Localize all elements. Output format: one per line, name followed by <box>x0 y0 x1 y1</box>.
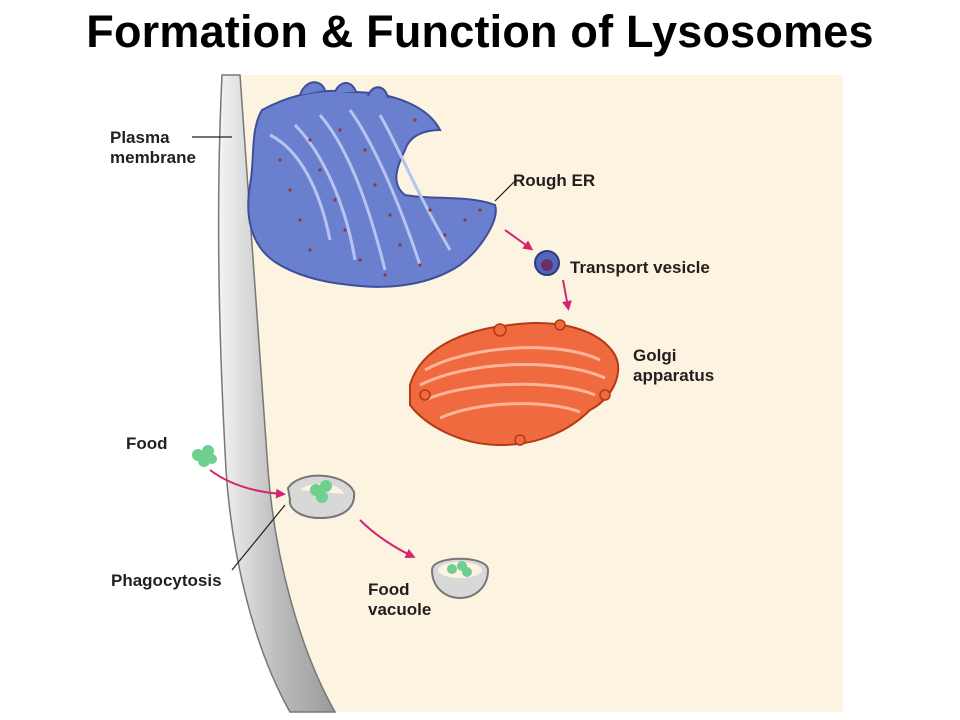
arrow-vesicle-to-golgi <box>561 279 572 311</box>
rough-er-organelle <box>247 81 497 288</box>
label-leader-lines <box>192 136 516 571</box>
arrow-er-to-vesicle <box>504 229 534 251</box>
golgi-apparatus-organelle <box>409 319 620 447</box>
arrow-pocket-to-vacuole <box>359 519 416 558</box>
food-particle <box>192 445 217 467</box>
phagocytosis-pocket <box>286 474 356 520</box>
label-food: Food <box>126 434 168 453</box>
arrow-food-to-pocket <box>209 469 286 499</box>
transport-vesicle <box>534 250 560 276</box>
label-golgi-apparatus: Golgi apparatus <box>633 346 715 385</box>
label-phagocytosis: Phagocytosis <box>111 571 222 590</box>
leader-rough-er <box>494 180 516 202</box>
page-title: Formation & Function of Lysosomes <box>86 6 874 57</box>
label-transport-vesicle: Transport vesicle <box>570 258 710 277</box>
label-rough-er: Rough ER <box>513 171 596 190</box>
process-arrows <box>209 229 572 558</box>
leader-phagocytosis <box>231 504 286 571</box>
food-vacuole <box>430 557 490 600</box>
label-food-vacuole: Food vacuole <box>368 580 432 619</box>
plasma-membrane <box>217 74 337 713</box>
label-plasma-membrane: Plasma membrane <box>110 128 196 167</box>
